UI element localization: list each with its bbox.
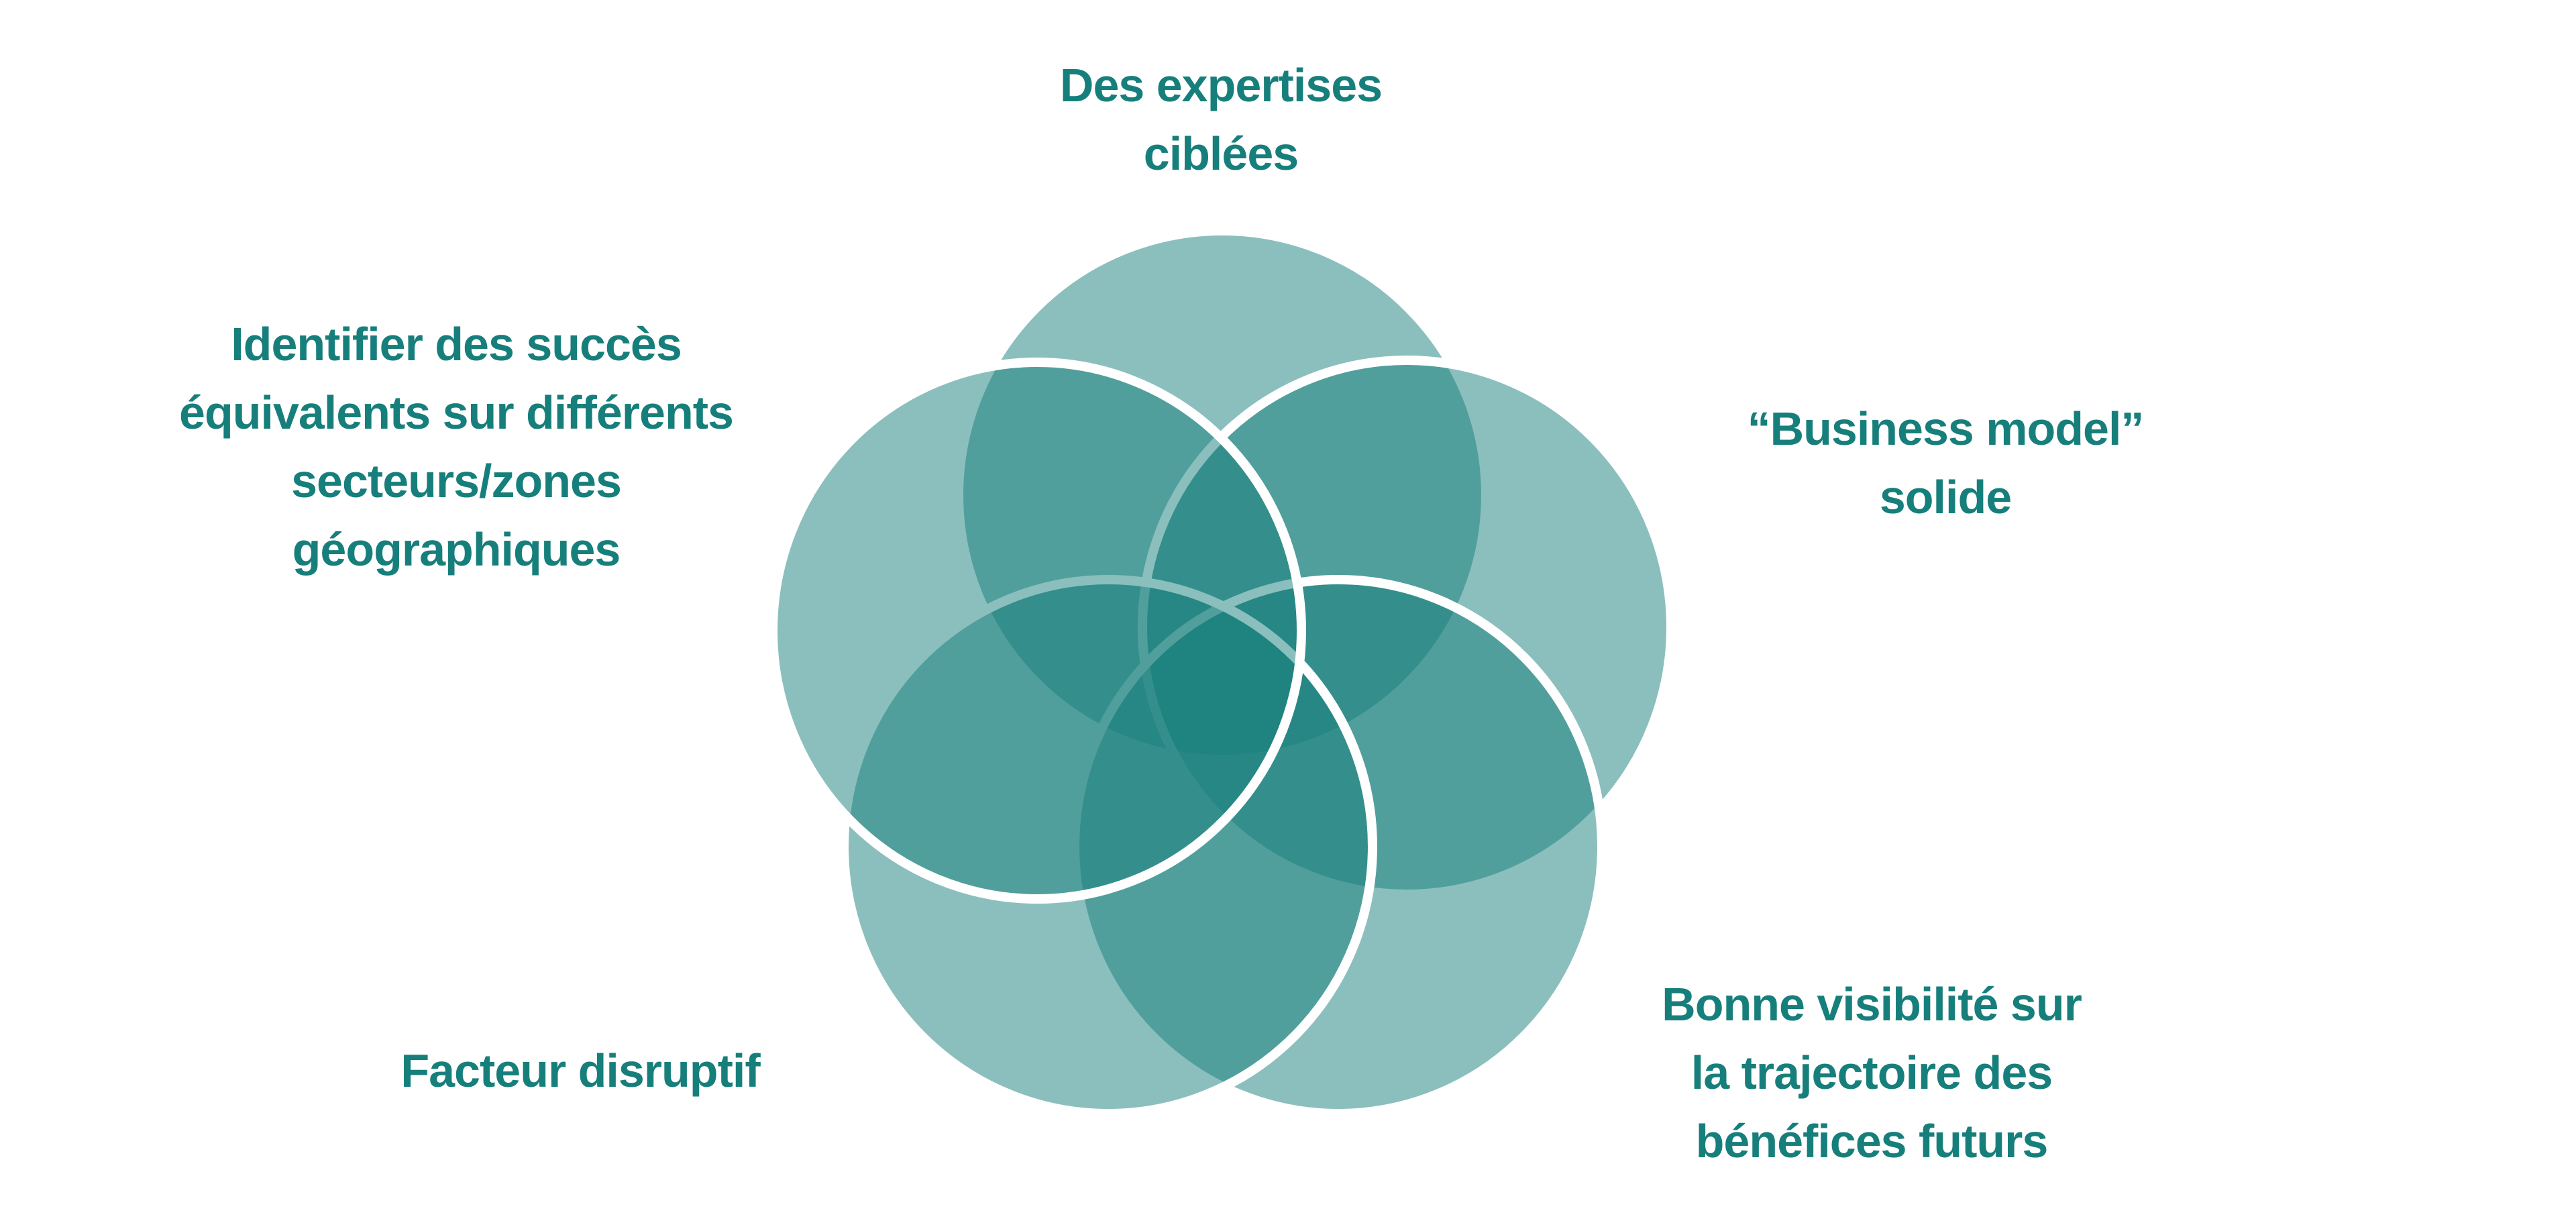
label-line: “Business model” bbox=[1747, 403, 2145, 455]
circle-upper-left bbox=[768, 358, 1306, 904]
label-line: bénéfices futurs bbox=[1695, 1115, 2049, 1167]
label-line: Des expertises bbox=[1059, 59, 1383, 111]
label-des-expertises-ciblees: Des expertises ciblées bbox=[979, 51, 1462, 188]
label-line: géographiques bbox=[292, 523, 621, 576]
label-line: solide bbox=[1879, 471, 2012, 523]
label-identifier-des-succes: Identifier des succès équivalents sur di… bbox=[101, 310, 812, 584]
label-line: Bonne visibilité sur bbox=[1662, 978, 2082, 1030]
label-business-model-solide: “Business model” solide bbox=[1677, 394, 2214, 531]
label-facteur-disruptif: Facteur disruptif bbox=[335, 1036, 825, 1105]
label-bonne-visibilite: Bonne visibilité sur la trajectoire des … bbox=[1610, 970, 2133, 1175]
label-line: Identifier des succès bbox=[231, 318, 682, 370]
label-line: Facteur disruptif bbox=[400, 1045, 760, 1097]
label-line: ciblées bbox=[1143, 127, 1299, 180]
label-line: équivalents sur différents bbox=[179, 386, 734, 439]
label-line: la trajectoire des bbox=[1690, 1047, 2053, 1099]
label-line: secteurs/zones bbox=[291, 455, 622, 507]
